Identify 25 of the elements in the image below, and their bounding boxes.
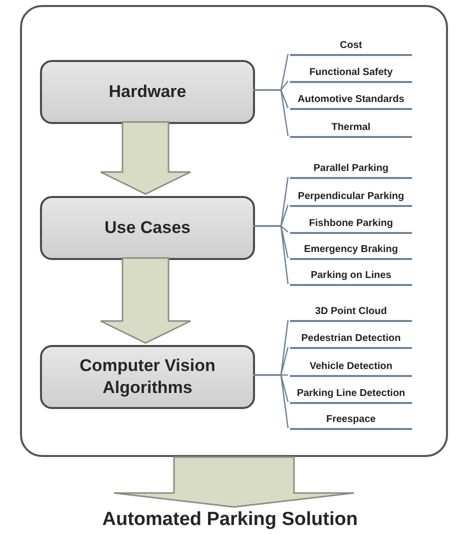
list-item: Freespace	[290, 410, 412, 430]
bracket-line	[253, 225, 289, 284]
list-item: Vehicle Detection	[290, 357, 412, 377]
list-item: Emergency Braking	[290, 240, 412, 260]
panel-frame	[20, 5, 448, 457]
bracket-line	[253, 374, 289, 428]
list-item: 3D Point Cloud	[290, 302, 412, 322]
bracket-line	[253, 89, 289, 136]
list-item: Perpendicular Parking	[290, 187, 412, 207]
process-box: Use Cases	[40, 196, 255, 260]
result-text: Automated Parking Solution	[40, 507, 420, 533]
process-box: Computer Vision Algorithms	[40, 345, 255, 409]
list-item: Fishbone Parking	[290, 214, 412, 234]
list-item: Functional Safety	[290, 63, 412, 83]
list-item: Parking Line Detection	[290, 384, 412, 404]
list-item: Pedestrian Detection	[290, 329, 412, 349]
process-box: Hardware	[40, 60, 255, 124]
block-arrow	[113, 456, 355, 508]
list-item: Parking on Lines	[290, 266, 412, 286]
list-item: Cost	[290, 36, 412, 56]
block-arrow	[100, 121, 192, 195]
block-arrow	[100, 257, 192, 344]
list-item: Automotive Standards	[290, 90, 412, 110]
list-item: Parallel Parking	[290, 159, 412, 179]
list-item: Thermal	[290, 118, 412, 138]
